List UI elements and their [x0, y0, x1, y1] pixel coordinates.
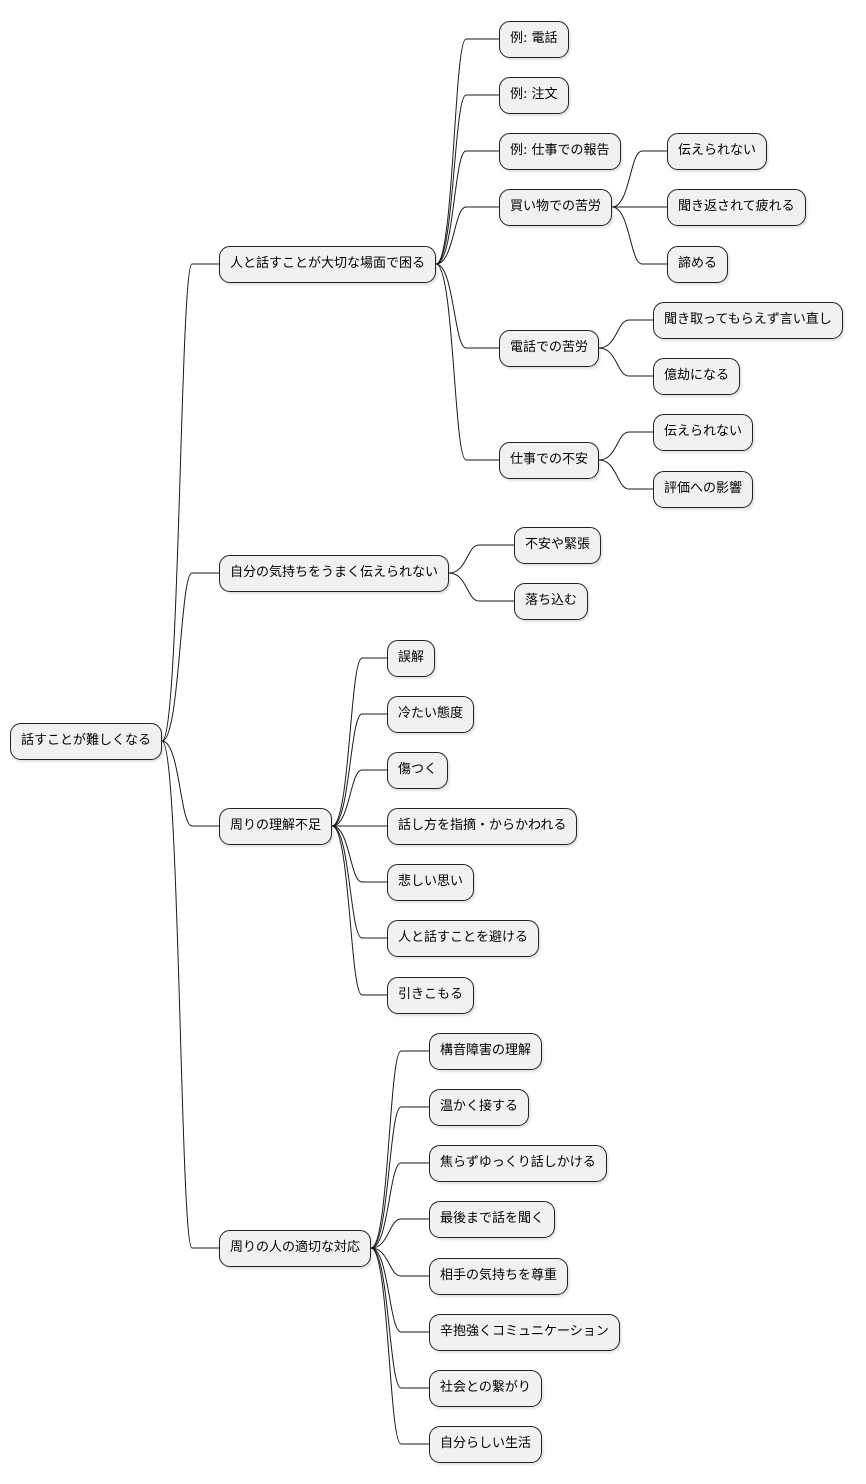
connector-line	[331, 713, 387, 827]
leaf-node: 話し方を指摘・からかわれる	[387, 807, 578, 845]
leaf-node: 相手の気持ちを尊重	[429, 1257, 569, 1295]
subbranch-node-shopping: 買い物での苦労	[499, 188, 613, 226]
leaf-node: 自分らしい生活	[429, 1425, 543, 1463]
connector-line	[370, 1247, 429, 1445]
connector-line	[611, 150, 667, 208]
branch-node-misunderstanding: 周りの理解不足	[219, 807, 333, 845]
connector-line	[598, 347, 653, 377]
leaf-node: 伝えられない	[653, 413, 754, 451]
leaf-node: 聞き取ってもらえず言い直し	[653, 301, 843, 339]
connector-line	[598, 431, 653, 461]
connector-line	[331, 825, 387, 883]
subbranch-node-phone: 電話での苦労	[499, 329, 600, 367]
connector-line	[370, 1247, 429, 1389]
connector-line	[370, 1106, 429, 1249]
branch-node-support: 周りの人の適切な対応	[219, 1229, 372, 1267]
leaf-node: 最後まで話を聞く	[429, 1200, 556, 1238]
leaf-node: 諦める	[667, 245, 729, 283]
leaf-node: 引きこもる	[387, 976, 475, 1014]
leaf-node: 例: 電話	[499, 20, 569, 58]
connector-line	[611, 206, 667, 265]
leaf-node: 落ち込む	[514, 582, 589, 620]
connector-line	[435, 150, 499, 265]
branch-node-situations: 人と話すことが大切な場面で困る	[219, 245, 437, 283]
connector-line	[331, 825, 387, 996]
leaf-node: 億劫になる	[653, 357, 741, 395]
connector-line	[370, 1162, 429, 1249]
branch-node-feelings: 自分の気持ちをうまく伝えられない	[219, 554, 450, 592]
leaf-node: 構音障害の理解	[429, 1032, 543, 1070]
connector-line	[161, 263, 219, 742]
root-node: 話すことが難しくなる	[10, 722, 163, 760]
connector-line	[435, 263, 499, 349]
connector-line	[331, 657, 387, 827]
leaf-node: 焦らずゆっくり話しかける	[429, 1144, 607, 1182]
leaf-node: 傷つく	[387, 751, 449, 789]
leaf-node: 例: 注文	[499, 76, 569, 114]
connector-line	[598, 319, 653, 349]
connector-line	[370, 1247, 429, 1333]
connector-line	[161, 572, 219, 742]
leaf-node: 聞き返されて疲れる	[667, 188, 806, 226]
leaf-node: 不安や緊張	[514, 526, 602, 564]
connector-line	[435, 206, 499, 265]
leaf-node: 例: 仕事での報告	[499, 132, 621, 170]
connector-line	[370, 1247, 429, 1277]
leaf-node: 伝えられない	[667, 132, 768, 170]
leaf-node: 冷たい態度	[387, 695, 475, 733]
leaf-node: 評価への影響	[653, 470, 754, 508]
leaf-node: 人と話すことを避ける	[387, 919, 540, 957]
connector-line	[435, 38, 499, 265]
connector-line	[448, 544, 514, 574]
connector-line	[435, 94, 499, 265]
leaf-node: 誤解	[387, 639, 436, 677]
connector-line	[435, 263, 499, 461]
connector-line	[331, 769, 387, 827]
connector-line	[370, 1050, 429, 1249]
leaf-node: 社会との繋がり	[429, 1369, 542, 1407]
connector-line	[331, 825, 387, 939]
connector-line	[598, 459, 653, 490]
leaf-node: 悲しい思い	[387, 863, 475, 901]
connector-line	[370, 1218, 429, 1249]
connector-line	[161, 740, 219, 827]
leaf-node: 温かく接する	[429, 1088, 530, 1126]
connector-line	[161, 740, 219, 1249]
subbranch-node-work: 仕事での不安	[499, 441, 600, 479]
connector-line	[448, 572, 514, 602]
leaf-node: 辛抱強くコミュニケーション	[429, 1313, 620, 1351]
